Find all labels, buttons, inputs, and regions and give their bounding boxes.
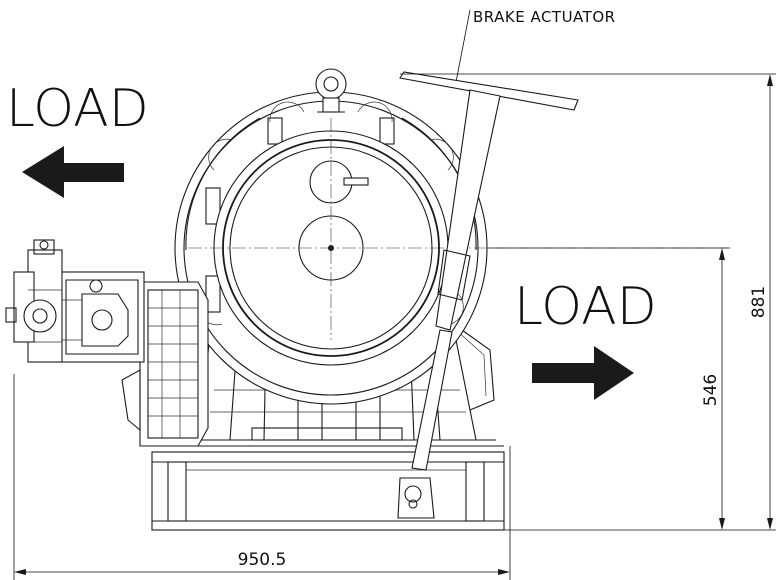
load-label-right: LOAD: [514, 277, 657, 337]
brake-actuator-leader: [455, 9, 471, 83]
brake-actuator: [397, 71, 579, 519]
dimension-lines: [13, 73, 776, 580]
brake-actuator-label: BRAKE ACTUATOR: [473, 8, 616, 26]
dimension-overall-width: 950.5: [238, 550, 287, 570]
dimension-center-height: 546: [701, 374, 721, 406]
lifting-eye: [315, 68, 347, 113]
load-arrow-left: [22, 146, 124, 198]
gearbox-assembly: [5, 239, 209, 447]
dimension-overall-height: 881: [749, 286, 769, 318]
load-label-left: LOAD: [6, 79, 149, 139]
base-frame: [151, 427, 505, 531]
load-arrow-right: [532, 346, 634, 400]
